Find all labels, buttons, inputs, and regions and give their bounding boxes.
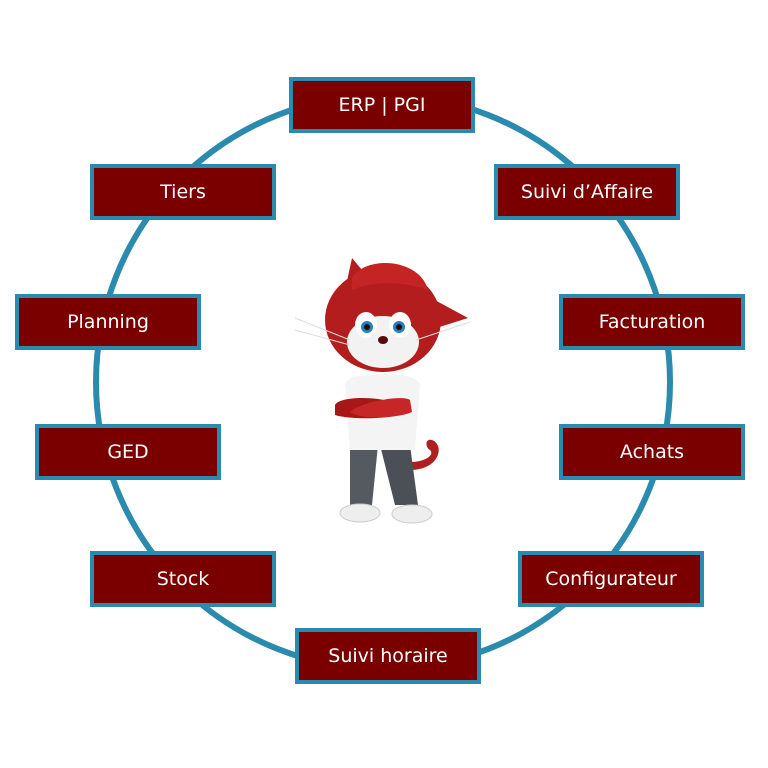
module-ged[interactable]: GED [35,424,221,480]
module-configurateur[interactable]: Configurateur [518,551,704,607]
module-suivi-horaire[interactable]: Suivi horaire [295,628,481,684]
module-suivi-affaire[interactable]: Suivi d’Affaire [494,164,680,220]
module-planning[interactable]: Planning [15,294,201,350]
module-stock[interactable]: Stock [90,551,276,607]
module-tiers[interactable]: Tiers [90,164,276,220]
module-facturation[interactable]: Facturation [559,294,745,350]
module-erp-pgi[interactable]: ERP | PGI [289,77,475,133]
module-achats[interactable]: Achats [559,424,745,480]
